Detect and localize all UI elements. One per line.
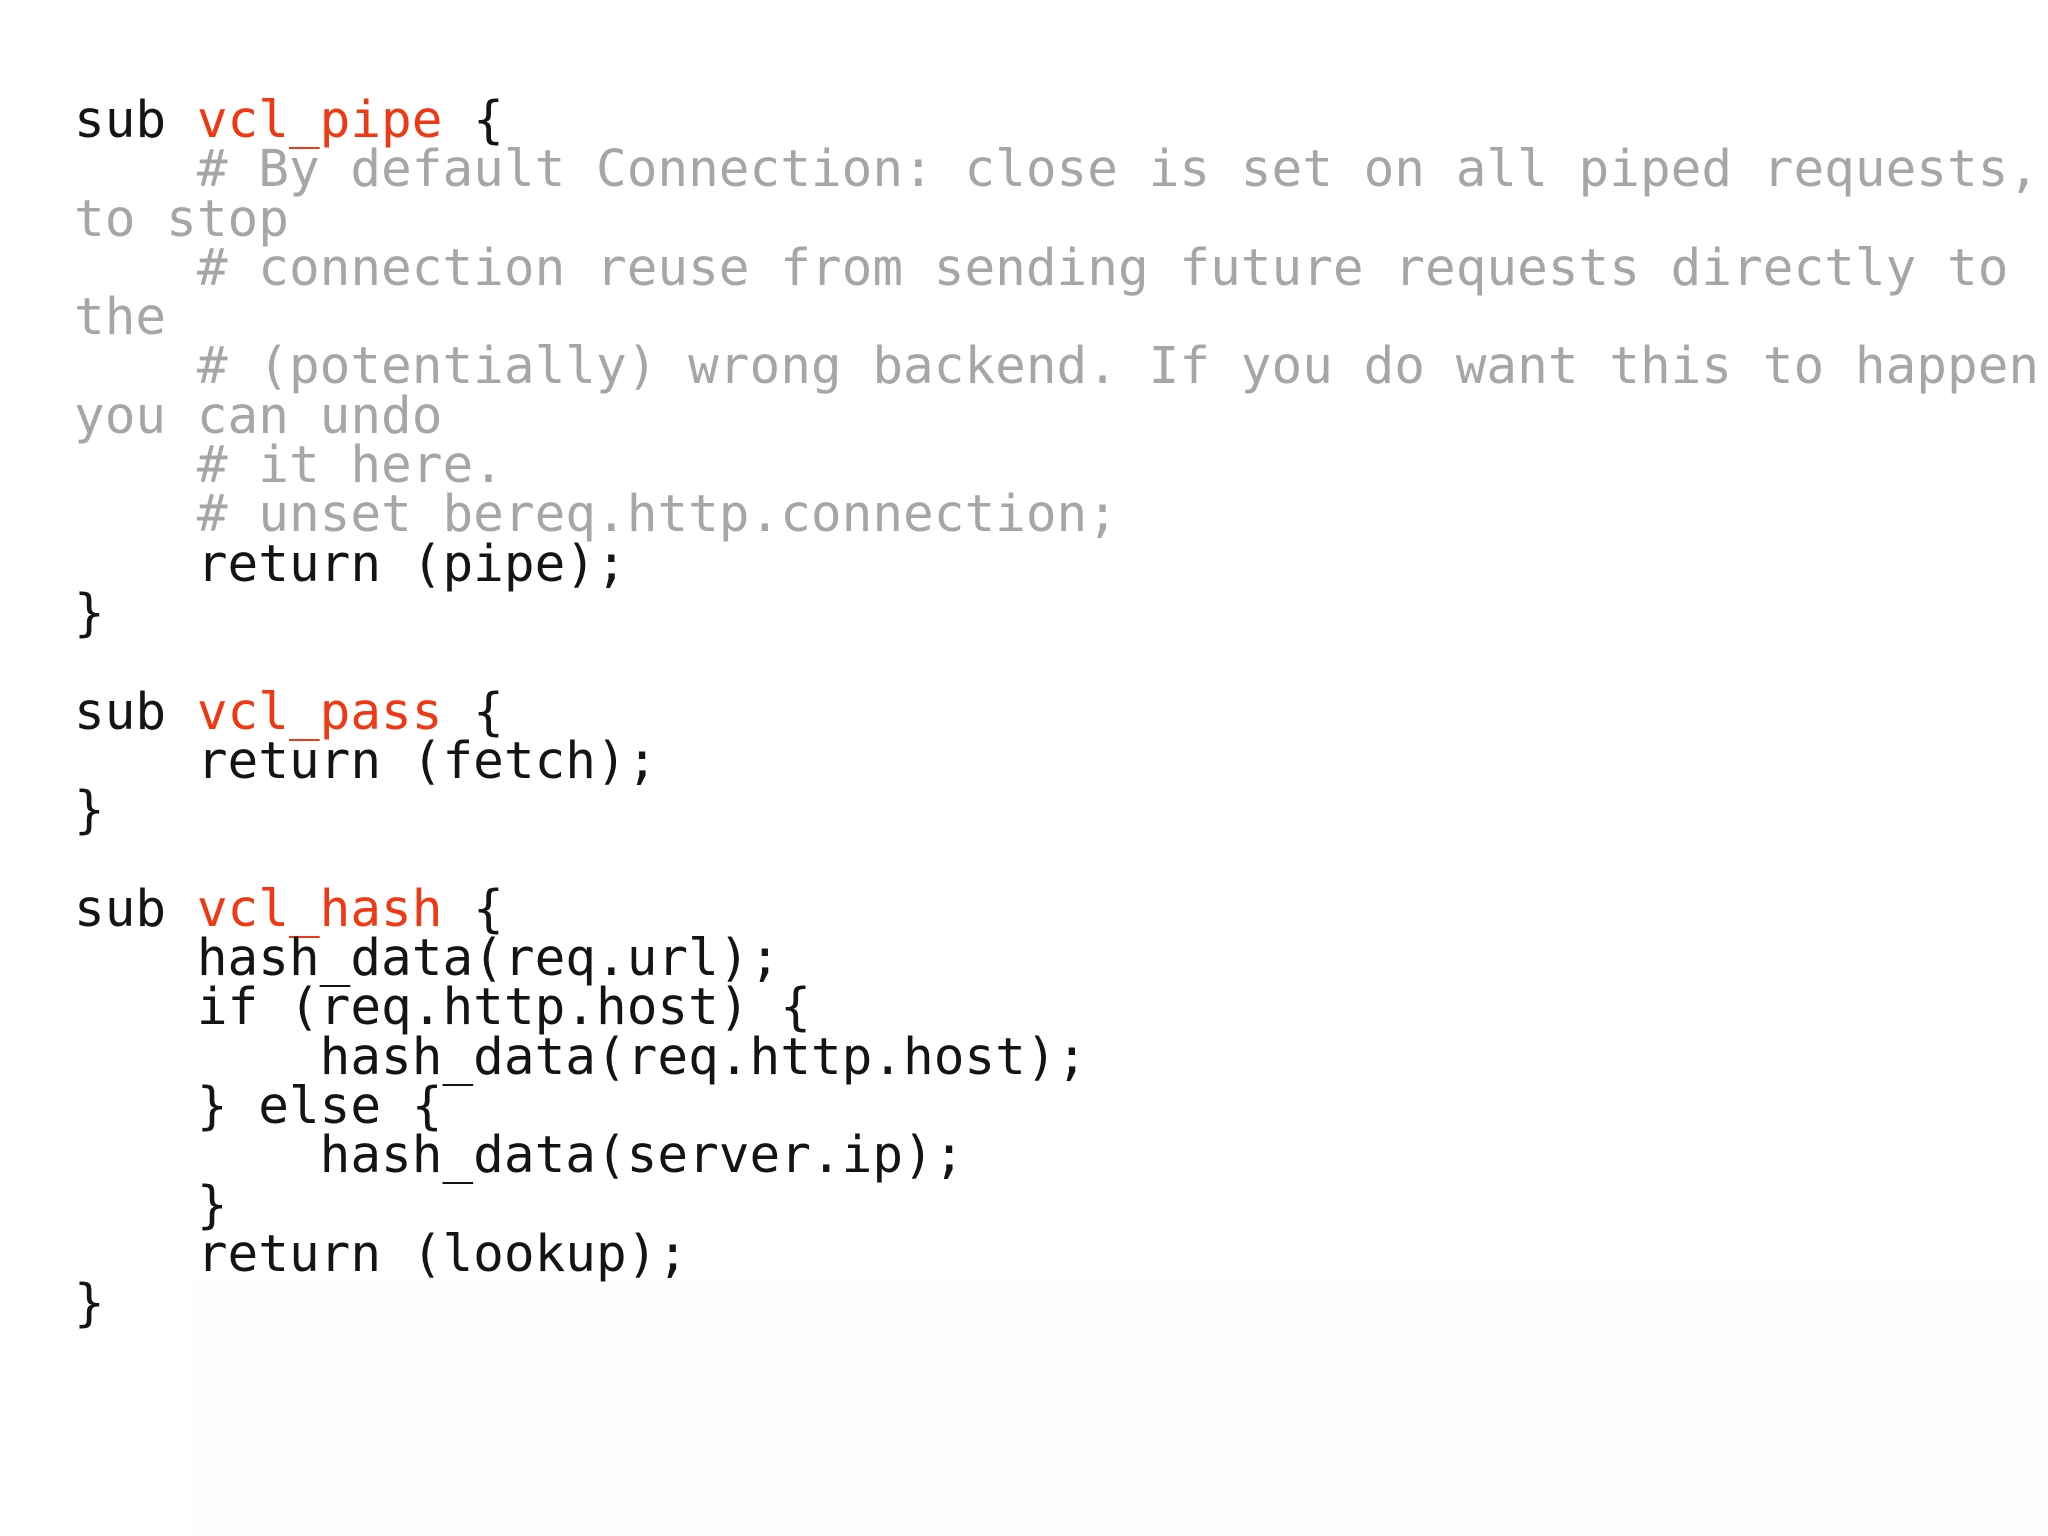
code-line: return (pipe); <box>74 539 2048 590</box>
code-line: hash_data(req.http.host); <box>74 1032 2048 1083</box>
code-line: return (lookup); <box>74 1229 2048 1280</box>
code-text: { <box>442 91 504 150</box>
code-line: } <box>74 588 2048 639</box>
code-text: } <box>74 583 105 643</box>
code-text: sub <box>74 879 197 939</box>
code-blank-line <box>74 638 2048 687</box>
code-text: return (fetch); <box>74 731 658 791</box>
code-text: { <box>442 879 504 939</box>
code-text: } <box>74 1274 105 1334</box>
comment-text: # it here. <box>74 436 504 496</box>
code-line: hash_data(req.url); <box>74 933 2048 984</box>
code-line: } <box>74 1180 2048 1231</box>
code-text: sub <box>74 91 197 150</box>
code-line: # By default Connection: close is set on… <box>74 144 2048 244</box>
code-blank-line <box>74 835 2048 884</box>
code-line: # it here. <box>74 440 2048 491</box>
comment-text: # connection reuse from sending future r… <box>74 238 2040 348</box>
code-text: { <box>442 682 504 742</box>
code-line: if (req.http.host) { <box>74 982 2048 1033</box>
code-text: hash_data(req.url); <box>74 929 781 989</box>
code-listing: sub vcl_pipe { # By default Connection: … <box>74 95 2048 1329</box>
comment-text: # unset bereq.http.connection; <box>74 485 1118 545</box>
comment-text: # (potentially) wrong backend. If you do… <box>74 337 2040 446</box>
code-text: sub <box>74 682 197 742</box>
code-line: # connection reuse from sending future r… <box>74 243 2048 343</box>
code-line: hash_data(server.ip); <box>74 1130 2048 1181</box>
code-line: } <box>74 1278 2048 1329</box>
code-line: sub vcl_hash { <box>74 884 2048 935</box>
comment-text: # By default Connection: close is set on… <box>74 140 2040 249</box>
code-text: return (lookup); <box>74 1224 689 1284</box>
code-text: hash_data(server.ip); <box>74 1126 965 1186</box>
code-text: return (pipe); <box>74 534 627 594</box>
code-line: } <box>74 785 2048 836</box>
subroutine-name: vcl_hash <box>196 879 443 939</box>
code-line: return (fetch); <box>74 736 2048 787</box>
code-text: if (req.http.host) { <box>74 978 811 1038</box>
background-shade <box>195 1282 2048 1536</box>
subroutine-name: vcl_pass <box>196 682 443 742</box>
code-line: # unset bereq.http.connection; <box>74 489 2048 540</box>
code-text: } <box>74 781 105 841</box>
code-line: } else { <box>74 1081 2048 1132</box>
code-text: hash_data(req.http.host); <box>74 1027 1088 1087</box>
code-line: sub vcl_pipe { <box>74 95 2048 146</box>
code-text: } else { <box>74 1076 443 1136</box>
code-text: } <box>74 1175 228 1235</box>
code-line: sub vcl_pass { <box>74 687 2048 738</box>
code-line: # (potentially) wrong backend. If you do… <box>74 341 2048 441</box>
subroutine-name: vcl_pipe <box>196 91 443 150</box>
